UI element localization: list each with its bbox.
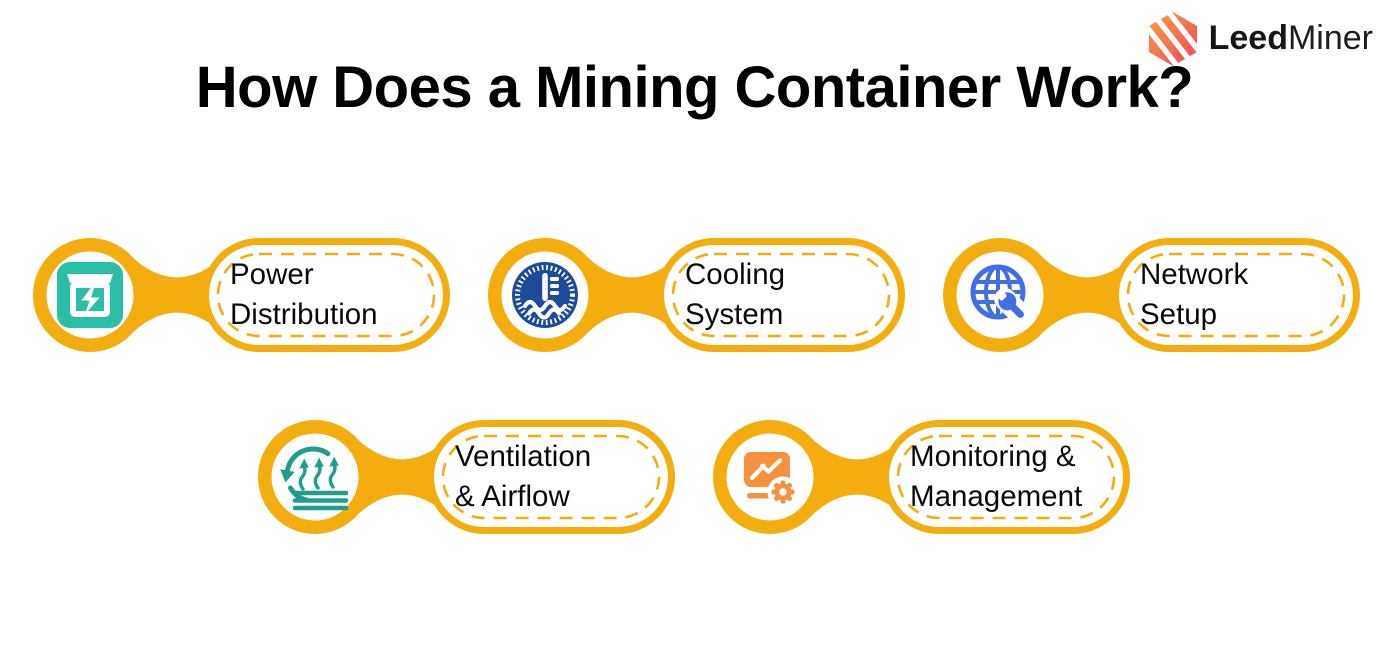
item-label-line2: System [685,298,784,331]
globe-wrench-icon [970,264,1028,322]
item-label: Power Distribution [230,236,438,354]
leedminer-logo: LeedMiner [1146,10,1373,66]
item-label-line2: Setup [1140,298,1218,331]
power-transformer-icon [57,262,123,328]
item-monitoring-management: Monitoring & Management [712,418,1132,536]
item-label-line1: Power [230,258,314,292]
logo-brand-bold: Leed [1208,18,1288,57]
item-label-line1: Cooling [685,258,786,292]
item-label: Cooling System [685,236,893,354]
item-ventilation-airflow: Ventilation & Airflow [257,418,677,536]
item-network-setup: Network Setup [942,236,1362,354]
item-power-distribution: Power Distribution [32,236,452,354]
page-title: How Does a Mining Container Work? [195,55,1194,120]
item-label-line2: Distribution [230,298,378,331]
item-label: Ventilation & Airflow [455,418,663,536]
leedminer-logo-text: LeedMiner [1209,19,1373,58]
logo-brand-regular: Miner [1287,18,1373,57]
air-circulation-icon [280,446,349,511]
item-label-line1: Monitoring & [910,440,1076,474]
item-label-line2: & Airflow [455,480,570,513]
leedminer-logo-mark-icon [1148,12,1197,66]
item-label-line2: Management [910,480,1083,513]
item-label-line1: Network [1140,258,1249,292]
item-label: Network Setup [1140,236,1348,354]
item-cooling-system: Cooling System [487,236,907,354]
coolant-temperature-icon [512,262,578,328]
monitor-gear-icon [744,452,799,508]
item-label-line1: Ventilation [455,440,592,474]
item-label: Monitoring & Management [910,418,1118,536]
